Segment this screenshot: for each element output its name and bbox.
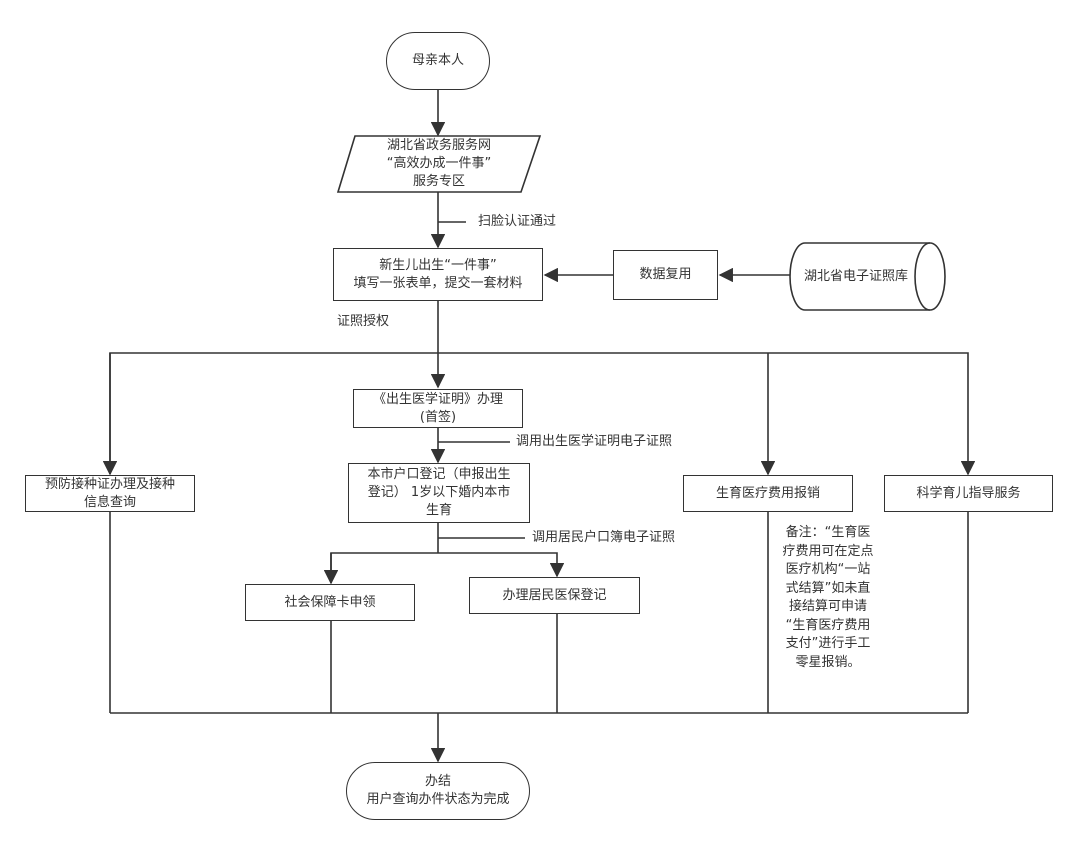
- note-line: 零星报销。: [795, 654, 861, 670]
- vaccination-node: 预防接种证办理及接种 信息查询: [25, 475, 195, 512]
- form-process-node: 新生儿出生“一件事” 填写一张表单，提交一套材料: [333, 248, 543, 301]
- parenting-label: 科学育儿指导服务: [916, 485, 1021, 501]
- birth-cert-line: 《出生医学证明》办理: [372, 391, 503, 407]
- end-terminal: 办结 用户查询办件状态为完成: [346, 762, 530, 820]
- end-line: 用户查询办件状态为完成: [366, 792, 510, 807]
- vaccination-line: 预防接种证办理及接种: [44, 476, 175, 492]
- note-line: 支付”进行手工: [785, 636, 871, 651]
- household-line: 生育: [425, 503, 452, 518]
- reimburse-note: 备注：“生育医 疗费用可在定点 医疗机构“一站 式结算”如未直 接结算可申请 “…: [778, 524, 878, 672]
- form-line: 填写一张表单，提交一套材料: [353, 275, 523, 291]
- maternity-reimburse-label: 生育医疗费用报销: [715, 485, 820, 501]
- cert-auth-label: 证照授权: [337, 314, 390, 329]
- database-node: 湖北省电子证照库: [792, 243, 920, 310]
- social-card-label: 社会保障卡申领: [284, 594, 376, 610]
- start-label: 母亲本人: [411, 53, 464, 68]
- portal-line: 湖北省政务服务网: [386, 138, 491, 153]
- household-node: 本市户口登记（申报出生 登记） 1岁以下婚内本市 生育: [348, 463, 530, 523]
- note-line: 备注：“生育医: [785, 525, 871, 540]
- note-line: 接结算可申请: [788, 599, 867, 614]
- birth-cert-line: (首签): [419, 409, 457, 425]
- end-line: 办结: [424, 774, 451, 789]
- form-line: 新生儿出生“一件事”: [379, 257, 497, 273]
- note-line: 医疗机构“一站: [785, 562, 871, 577]
- medical-insurance-label: 办理居民医保登记: [502, 587, 607, 603]
- parenting-node: 科学育儿指导服务: [884, 475, 1053, 512]
- social-card-node: 社会保障卡申领: [245, 584, 415, 621]
- medical-insurance-node: 办理居民医保登记: [469, 577, 640, 614]
- household-line: 登记） 1岁以下婚内本市: [367, 485, 511, 500]
- portal-input-node: 湖北省政务服务网 “高效办成一件事” 服务专区: [350, 136, 528, 192]
- database-label: 湖北省电子证照库: [803, 268, 908, 284]
- start-terminal: 母亲本人: [386, 32, 490, 90]
- birth-cert-node: 《出生医学证明》办理 (首签): [353, 389, 523, 428]
- portal-line: 服务专区: [412, 174, 465, 189]
- note-line: 式结算”如未直: [785, 580, 871, 596]
- note-line: “生育医疗费用: [785, 617, 871, 633]
- data-reuse-node: 数据复用: [613, 250, 718, 300]
- household-line: 本市户口登记（申报出生: [367, 467, 511, 482]
- call-birth-cert-label: 调用出生医学证明电子证照: [516, 434, 673, 449]
- vaccination-line: 信息查询: [83, 494, 136, 510]
- face-auth-label: 扫脸认证通过: [478, 214, 557, 229]
- data-reuse-label: 数据复用: [639, 267, 692, 282]
- portal-line: “高效办成一件事”: [386, 156, 492, 171]
- note-line: 疗费用可在定点: [782, 543, 874, 559]
- maternity-reimburse-node: 生育医疗费用报销: [683, 475, 853, 512]
- call-household-label: 调用居民户口簿电子证照: [532, 530, 676, 545]
